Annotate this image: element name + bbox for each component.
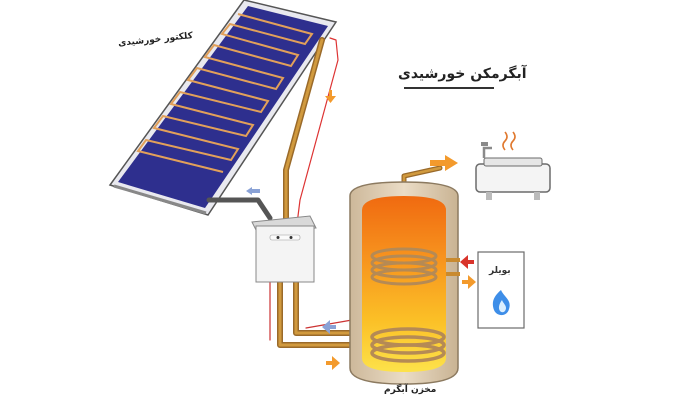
steam-icon <box>502 131 516 151</box>
solar-collector-icon <box>108 0 338 216</box>
arrow-icon <box>460 255 474 269</box>
pipe-network <box>206 37 443 348</box>
diagram-title: آبگرمکن خورشیدی <box>398 66 527 82</box>
arrow-icon <box>246 187 260 195</box>
faucet-icon <box>481 142 492 158</box>
flame-icon <box>492 290 510 316</box>
storage-tank <box>349 181 460 385</box>
arrow-icon <box>322 320 336 334</box>
controller-icon <box>251 215 317 283</box>
arrow-icon <box>325 90 336 103</box>
title-underline <box>404 87 494 89</box>
boiler-label: بویلر <box>489 266 511 276</box>
bathtub-icon <box>475 157 551 200</box>
arrow-icon <box>430 155 458 171</box>
flow-arrows <box>246 90 476 370</box>
tank-label: مخزن آبگرم <box>384 385 437 395</box>
arrow-icon <box>326 356 340 370</box>
arrow-icon <box>462 275 476 289</box>
